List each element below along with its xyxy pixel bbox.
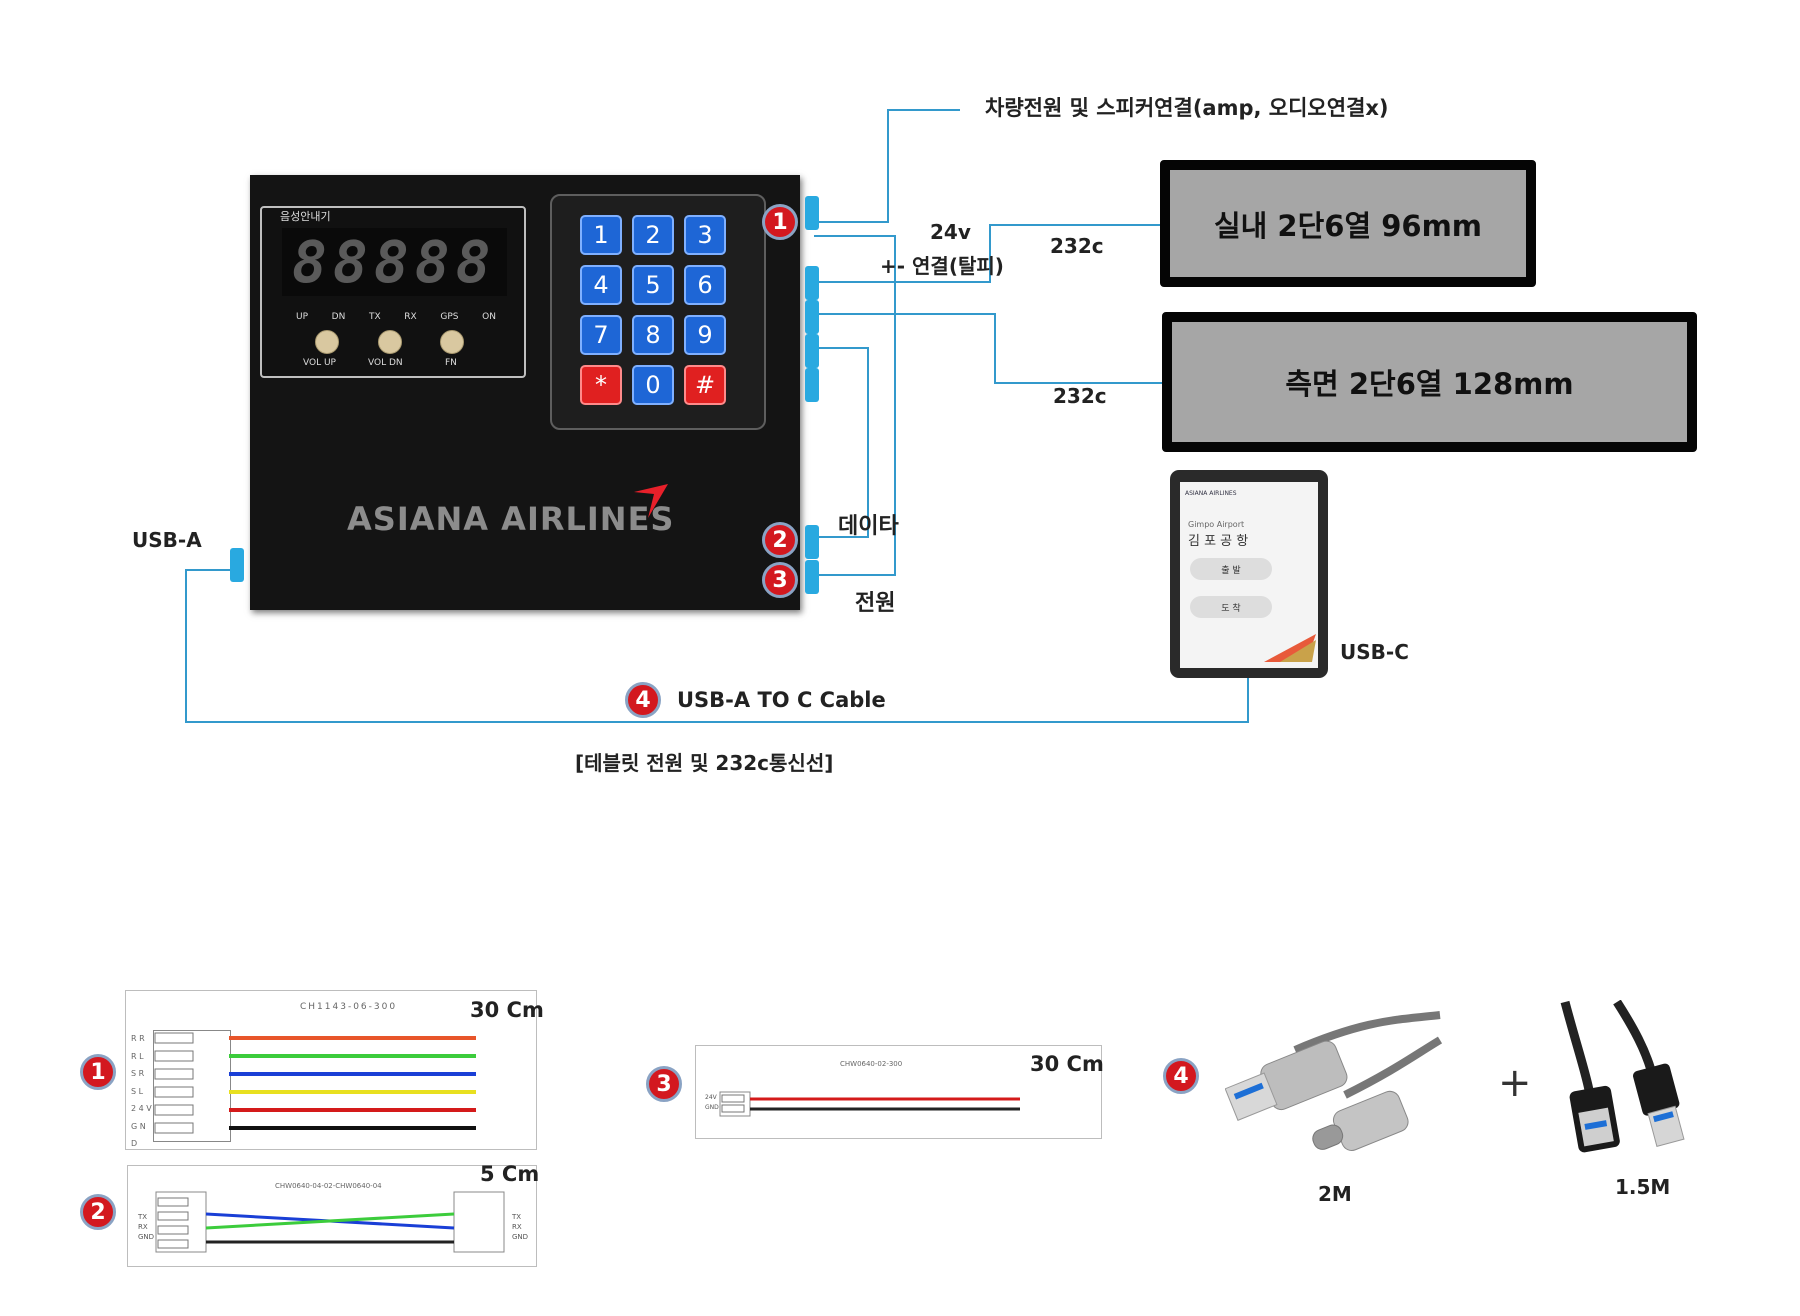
port-usb-a <box>230 548 244 582</box>
key-7[interactable]: 7 <box>580 315 622 355</box>
tablet-departure-button[interactable]: 출 발 <box>1190 558 1272 580</box>
brand-logo-text: ASIANA AIRLINES <box>347 500 675 538</box>
key-4[interactable]: 4 <box>580 265 622 305</box>
port-1-connector <box>805 196 819 230</box>
cable-1-badge: 1 <box>80 1054 116 1090</box>
vol-dn-label: VOL DN <box>368 358 403 368</box>
badge-2: 2 <box>762 522 798 558</box>
cable-3-badge: 3 <box>646 1066 682 1102</box>
tablet-brand: ASIANA AIRLINES <box>1185 490 1237 497</box>
badge-4: 4 <box>625 682 661 718</box>
key-2[interactable]: 2 <box>632 215 674 255</box>
seven-segment-display: 88888 <box>282 228 507 296</box>
badge-3: 3 <box>762 562 798 598</box>
cable-3-pins: 24V GND <box>705 1094 719 1111</box>
cable-2-length: 5 Cm <box>480 1162 540 1186</box>
key-5[interactable]: 5 <box>632 265 674 305</box>
cable-3-length: 30 Cm <box>1030 1052 1104 1076</box>
label-usb-c: USB-C <box>1340 640 1409 664</box>
airline-wing-logo <box>634 484 668 518</box>
label-power: 전원 <box>855 591 896 616</box>
cable-2-pins-right: TX RX GND <box>512 1213 529 1241</box>
cable-2-pins-left: TX RX GND <box>138 1213 155 1241</box>
cable-2-wires <box>155 1191 505 1253</box>
key-hash[interactable]: # <box>684 365 726 405</box>
indicator-tx: TX <box>368 312 381 322</box>
indicator-rx: RX <box>404 312 417 322</box>
key-8[interactable]: 8 <box>632 315 674 355</box>
cable-4-length-1: 2M <box>1318 1182 1352 1206</box>
key-0[interactable]: 0 <box>632 365 674 405</box>
key-6[interactable]: 6 <box>684 265 726 305</box>
label-cable: USB-A TO C Cable <box>677 688 886 712</box>
label-232c-indoor: 232c <box>1050 234 1104 258</box>
cable-4-length-2: 1.5M <box>1615 1175 1671 1199</box>
cable-1-pins: R R R L S R S L 2 4 V G N D <box>131 1034 152 1148</box>
label-232c-side: 232c <box>1053 384 1107 408</box>
key-1[interactable]: 1 <box>580 215 622 255</box>
panel-title: 음성안내기 <box>280 210 331 223</box>
port-232c-1 <box>805 266 819 300</box>
indicator-gps: GPS <box>440 312 459 322</box>
port-data-aux <box>805 334 819 368</box>
fn-label: FN <box>445 358 457 368</box>
badge-1: 1 <box>762 204 798 240</box>
cable-1-length: 30 Cm <box>470 998 544 1022</box>
key-9[interactable]: 9 <box>684 315 726 355</box>
port-232c-2 <box>805 300 819 334</box>
vol-up-label: VOL UP <box>303 358 336 368</box>
fn-knob[interactable] <box>440 330 464 354</box>
cable-1-connector <box>153 1030 231 1142</box>
cable-1-wires <box>154 1032 476 1134</box>
usb-a-to-c-cable-image <box>1225 1011 1443 1151</box>
plus-sign: + <box>1498 1060 1532 1106</box>
tablet-title: 김 포 공 항 <box>1188 534 1249 549</box>
indicator-dn: DN <box>331 312 346 322</box>
side-display: 측면 2단6열 128mm <box>1162 312 1697 452</box>
speaker-power-label: 차량전원 및 스피커연결(amp, 오디오연결x) <box>985 96 1389 120</box>
cable-3-diagram <box>695 1045 1102 1139</box>
label-usb-a: USB-A <box>132 528 202 552</box>
indoor-display: 실내 2단6열 96mm <box>1160 160 1536 287</box>
cable-1-diagram <box>125 990 537 1150</box>
cable-2-badge: 2 <box>80 1194 116 1230</box>
cable-1-code: CH1143-06-300 <box>300 1002 398 1012</box>
indicator-up: UP <box>296 312 309 322</box>
tablet-tail-logo <box>1264 634 1316 662</box>
key-3[interactable]: 3 <box>684 215 726 255</box>
cable-4-badge: 4 <box>1163 1058 1199 1094</box>
key-star[interactable]: * <box>580 365 622 405</box>
vol-dn-knob[interactable] <box>378 330 402 354</box>
cable-2-code: CHW0640-04-02-CHW0640-04 <box>275 1182 382 1190</box>
label-data: 데이타 <box>838 514 899 539</box>
tablet-subtitle: Gimpo Airport <box>1188 520 1245 529</box>
cable-3-code: CHW0640-02-300 <box>840 1060 903 1068</box>
port-aux <box>805 368 819 402</box>
indicator-on: ON <box>482 312 496 322</box>
port-3-power <box>805 560 819 594</box>
label-cable-note: [테블릿 전원 및 232c통신선] <box>575 751 834 775</box>
label-connection: +- 연결(탈피) <box>880 254 1004 278</box>
label-24v: 24v <box>930 220 971 244</box>
usb-extension-cable-image <box>1560 1000 1685 1153</box>
vol-up-knob[interactable] <box>315 330 339 354</box>
port-2-data <box>805 525 819 559</box>
cable-3-wires <box>719 1091 1020 1117</box>
tablet-arrival-button[interactable]: 도 착 <box>1190 596 1272 618</box>
indicator-row: UP DN TX RX GPS ON <box>296 312 496 322</box>
